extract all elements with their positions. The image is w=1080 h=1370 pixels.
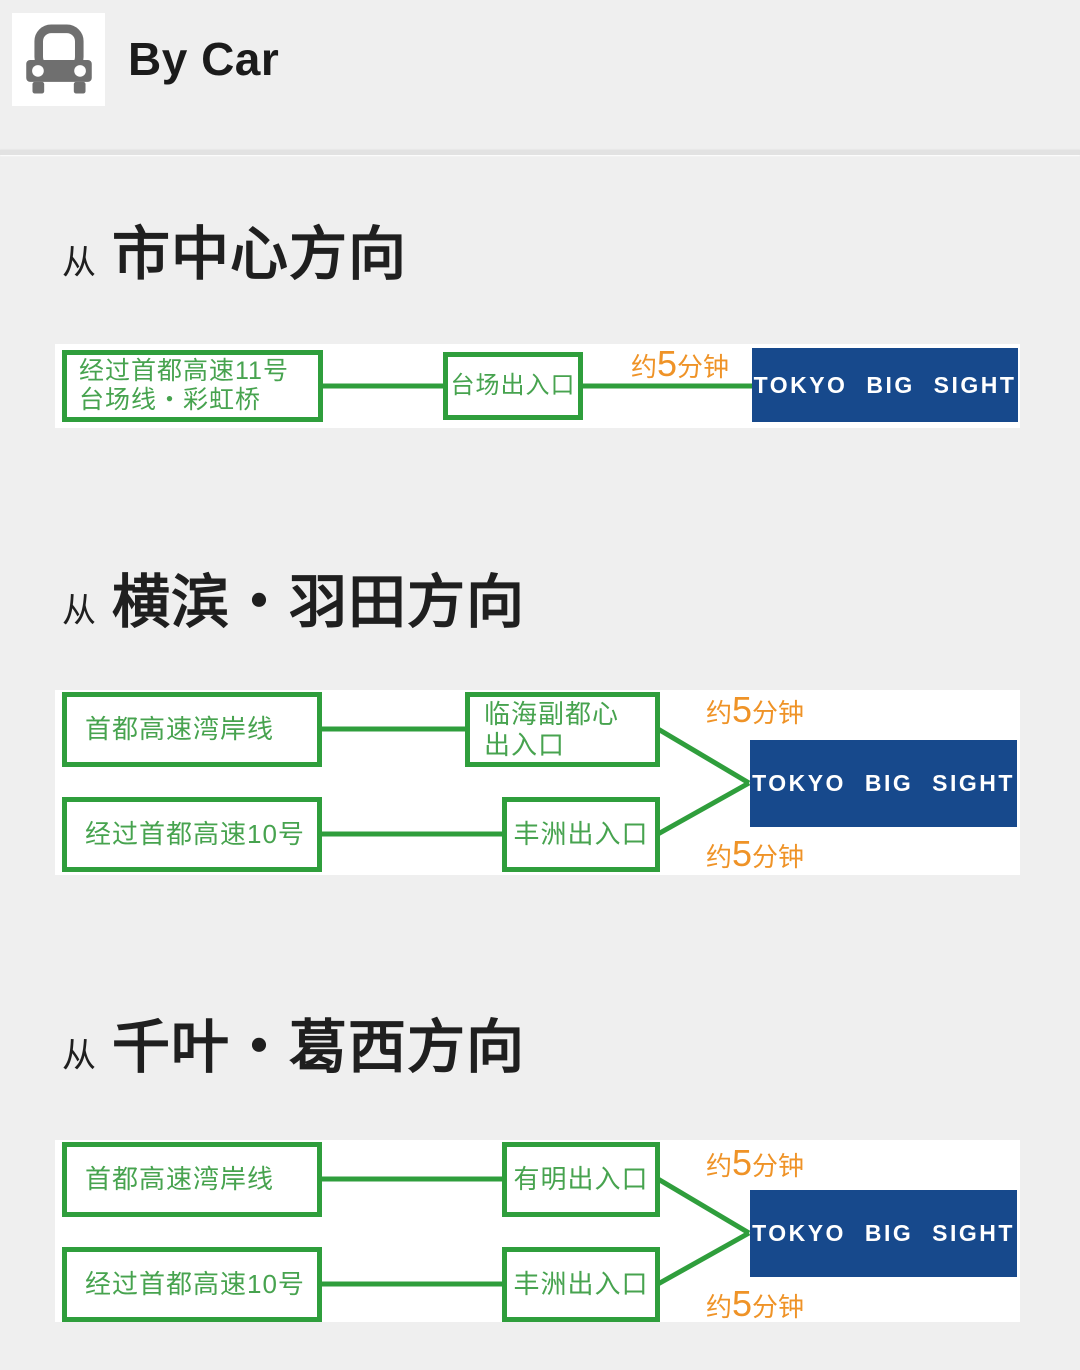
- exit-box: 临海副都心 出入口: [465, 692, 660, 767]
- section-title: 千叶・葛西方向: [112, 1015, 526, 1080]
- section-prefix: 从: [62, 592, 96, 630]
- road-box: 经过首都高速10号: [62, 797, 322, 872]
- duration-post: 分钟: [677, 352, 730, 382]
- flowchart-city-center: 经过首都高速11号 台场线・彩虹桥 台场出入口 约5分钟 TOKYO BIG S…: [55, 344, 1020, 428]
- road-box: 首都高速湾岸线: [62, 692, 322, 767]
- duration-num: 5: [656, 343, 678, 384]
- section-prefix: 从: [62, 1037, 96, 1075]
- flowchart-yokohama-haneda: 首都高速湾岸线 临海副都心 出入口 经过首都高速10号 丰洲出入口 约5分钟 约…: [55, 690, 1020, 875]
- duration-label: 约5分钟: [680, 1142, 830, 1183]
- duration-post: 分钟: [752, 842, 805, 872]
- road-label-line1: 首都高速湾岸线: [85, 1164, 275, 1195]
- duration-post: 分钟: [752, 1151, 805, 1181]
- exit-box: 丰洲出入口: [502, 797, 660, 872]
- duration-pre: 约: [705, 1151, 732, 1181]
- exit-box: 有明出入口: [502, 1142, 660, 1217]
- connector-lines: [321, 726, 751, 837]
- road-box: 首都高速湾岸线: [62, 1142, 322, 1217]
- section-prefix: 从: [62, 244, 96, 282]
- tokyo-big-sight-box: TOKYO BIG SIGHT: [752, 348, 1018, 422]
- road-box: 经过首都高速10号: [62, 1247, 322, 1322]
- road-label-line1: 经过首都高速11号: [79, 356, 289, 385]
- duration-num: 5: [731, 833, 753, 874]
- duration-label: 约5分钟: [680, 1283, 830, 1324]
- duration-num: 5: [731, 1142, 753, 1183]
- connector-lines: [321, 1176, 751, 1287]
- section-title: 市中心方向: [112, 222, 408, 287]
- header-divider: [0, 150, 1080, 155]
- car-icon: [12, 13, 105, 106]
- tokyo-big-sight-logo: TOKYO BIG SIGHT: [752, 1220, 1015, 1246]
- duration-num: 5: [731, 1283, 753, 1324]
- duration-pre: 约: [705, 842, 732, 872]
- duration-label: 约5分钟: [680, 689, 830, 730]
- exit-label-line2: 出入口: [484, 729, 566, 760]
- duration-label: 约5分钟: [600, 343, 760, 384]
- car-icon-glyph: [25, 24, 92, 94]
- connector-lines: [321, 383, 755, 389]
- exit-box: 台场出入口: [443, 352, 583, 420]
- tokyo-big-sight-box: TOKYO BIG SIGHT: [750, 1190, 1017, 1277]
- exit-label-line1: 丰洲出入口: [513, 819, 649, 850]
- exit-label-line1: 丰洲出入口: [513, 1269, 649, 1300]
- duration-pre: 约: [705, 698, 732, 728]
- section-heading-chiba-kasai: 从 千叶・葛西方向: [62, 1000, 525, 1084]
- duration-num: 5: [731, 689, 753, 730]
- duration-pre: 约: [630, 352, 657, 382]
- road-label-line1: 首都高速湾岸线: [85, 714, 275, 745]
- duration-pre: 约: [705, 1292, 732, 1322]
- tokyo-big-sight-logo: TOKYO BIG SIGHT: [753, 371, 1017, 398]
- road-label-line1: 经过首都高速10号: [85, 1269, 305, 1300]
- flowchart-chiba-kasai: 首都高速湾岸线 有明出入口 经过首都高速10号 丰洲出入口 约5分钟 约5分钟 …: [55, 1140, 1020, 1322]
- exit-label-line1: 临海副都心: [484, 698, 620, 729]
- tokyo-big-sight-logo: TOKYO BIG SIGHT: [752, 770, 1015, 796]
- tokyo-big-sight-box: TOKYO BIG SIGHT: [750, 740, 1017, 827]
- exit-box: 丰洲出入口: [502, 1247, 660, 1322]
- page-title: By Car: [128, 33, 280, 85]
- section-title: 横滨・羽田方向: [112, 570, 526, 635]
- road-label-line2: 台场线・彩虹桥: [79, 386, 262, 414]
- exit-label-line1: 台场出入口: [450, 371, 576, 399]
- road-box: 经过首都高速11号 台场线・彩虹桥: [62, 350, 323, 422]
- duration-post: 分钟: [752, 698, 805, 728]
- section-heading-yokohama-haneda: 从 横滨・羽田方向: [62, 555, 525, 639]
- section-heading-city-center: 从 市中心方向: [62, 207, 407, 291]
- duration-label: 约5分钟: [680, 833, 830, 874]
- duration-post: 分钟: [752, 1292, 805, 1322]
- exit-label-line1: 有明出入口: [513, 1164, 649, 1195]
- road-label-line1: 经过首都高速10号: [85, 819, 305, 850]
